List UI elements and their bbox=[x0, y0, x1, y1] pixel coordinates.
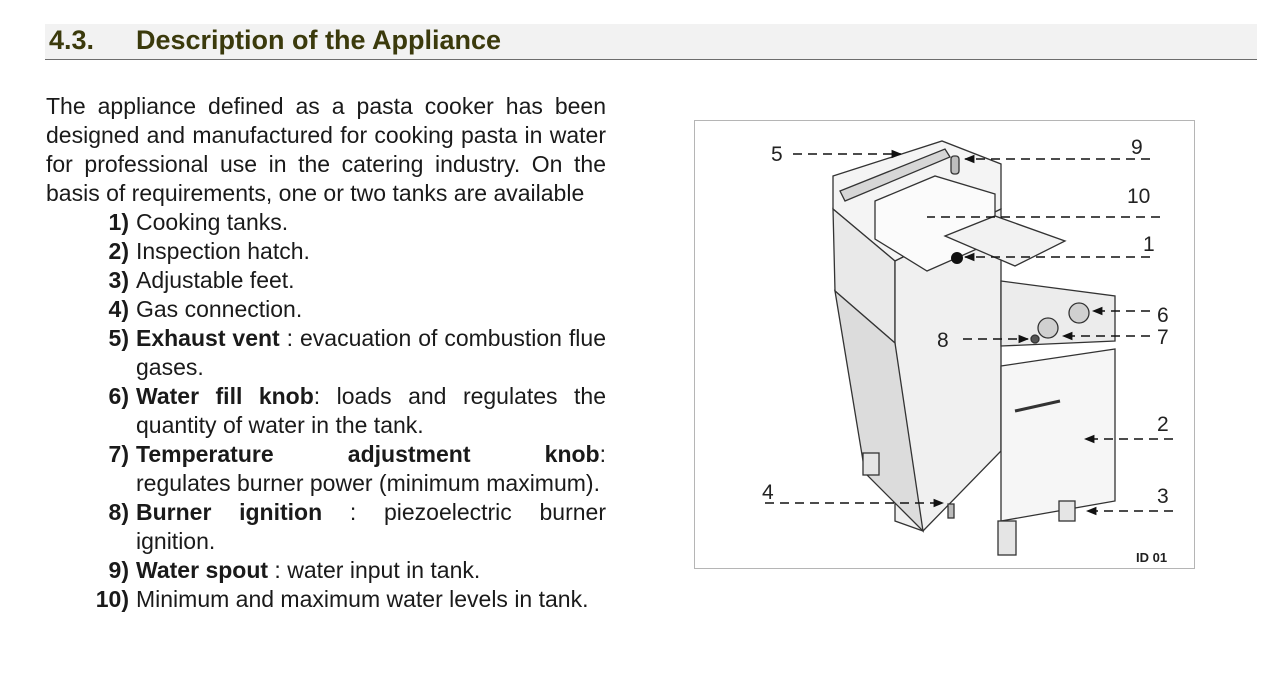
item-body: Water spout : water input in tank. bbox=[136, 556, 606, 585]
item-body: Adjustable feet. bbox=[136, 266, 606, 295]
item-desc: Adjustable feet. bbox=[136, 267, 295, 293]
item-separator: : bbox=[279, 325, 301, 351]
item-term: Water spout bbox=[136, 557, 269, 583]
list-item: 8) Burner ignition : piezoelectric burner… bbox=[46, 498, 606, 556]
item-separator: : bbox=[268, 557, 288, 583]
callout-5: 5 bbox=[771, 143, 783, 166]
list-item: 6) Water fill knob: loads and regulates t… bbox=[46, 382, 606, 440]
item-term: Temperature adjustment knob bbox=[136, 441, 600, 467]
gas-connection bbox=[947, 503, 955, 519]
item-desc: regulates burner power (minimum maximum)… bbox=[136, 470, 600, 496]
item-number: 9) bbox=[108, 557, 129, 583]
callout-labels: 5 9 10 1 6 7 8 2 3 4 ID 01 bbox=[762, 136, 1169, 565]
item-number: 1) bbox=[108, 209, 129, 235]
list-item: 2) Inspection hatch. bbox=[46, 237, 606, 266]
appliance-illustration bbox=[832, 140, 1116, 556]
item-separator: : bbox=[599, 441, 606, 467]
callout-8: 8 bbox=[937, 329, 949, 352]
item-desc: loads and regulates the quantity of wate… bbox=[136, 383, 607, 438]
component-list: 1) Cooking tanks. 2) Inspection hatch. 3) A… bbox=[46, 208, 606, 614]
item-term: Burner ignition bbox=[136, 499, 323, 525]
section-header: 4.3. Description of the Appliance bbox=[45, 24, 1257, 60]
list-item: 7) Temperature adjustment knob: regulates… bbox=[46, 440, 606, 498]
inspection-hatch bbox=[1000, 348, 1116, 522]
item-desc: Minimum and maximum water levels in tank… bbox=[136, 586, 589, 612]
callout-10: 10 bbox=[1127, 185, 1150, 208]
item-desc: piezoelectric burner ignition. bbox=[136, 499, 606, 554]
figure-id: ID 01 bbox=[1136, 550, 1167, 565]
intro-paragraph: The appliance defined as a pasta cooker … bbox=[46, 93, 606, 206]
list-item: 10) Minimum and maximum water levels in t… bbox=[46, 585, 606, 614]
item-body: Burner ignition : piezoelectric burner i… bbox=[136, 498, 606, 556]
list-item: 9) Water spout : water input in tank. bbox=[46, 556, 606, 585]
item-separator: : bbox=[313, 383, 337, 409]
item-number: 4) bbox=[108, 296, 129, 322]
item-number: 3) bbox=[108, 267, 129, 293]
exhaust-vent bbox=[839, 148, 951, 202]
item-number: 5) bbox=[108, 325, 129, 351]
item-desc: Inspection hatch. bbox=[136, 238, 310, 264]
callout-7: 7 bbox=[1157, 326, 1169, 349]
item-term: Water fill knob bbox=[136, 383, 314, 409]
callout-1: 1 bbox=[1143, 233, 1155, 256]
item-number: 10) bbox=[95, 586, 129, 612]
item-number: 2) bbox=[108, 238, 129, 264]
water-level-marker bbox=[951, 252, 963, 264]
temperature-knob bbox=[1037, 317, 1059, 339]
foot-rear bbox=[862, 452, 880, 476]
callout-leaders bbox=[765, 149, 1173, 516]
list-item: 4) Gas connection. bbox=[46, 295, 606, 324]
callout-3: 3 bbox=[1157, 485, 1169, 508]
list-item: 3) Adjustable feet. bbox=[46, 266, 606, 295]
pasta-cooker-diagram: 5 9 10 1 6 7 8 2 3 4 ID 01 bbox=[762, 136, 1173, 565]
left-body bbox=[834, 289, 924, 533]
item-number: 8) bbox=[108, 499, 129, 525]
item-body: Water fill knob: loads and regulates the… bbox=[136, 382, 606, 440]
water-fill-knob bbox=[1068, 302, 1090, 324]
control-panel bbox=[1000, 280, 1116, 347]
item-number: 7) bbox=[108, 441, 129, 467]
callout-6: 6 bbox=[1157, 304, 1169, 327]
water-spout bbox=[950, 155, 960, 175]
section-title: Description of the Appliance bbox=[136, 25, 502, 55]
appliance-figure: 5 9 10 1 6 7 8 2 3 4 ID 01 bbox=[694, 120, 1195, 569]
item-desc: evacuation of combustion flue gases. bbox=[136, 325, 606, 380]
ignition-button bbox=[1030, 334, 1040, 344]
item-number: 6) bbox=[108, 383, 129, 409]
item-body: Minimum and maximum water levels in tank… bbox=[136, 585, 606, 614]
item-body: Gas connection. bbox=[136, 295, 606, 324]
item-separator: : bbox=[322, 499, 384, 525]
item-desc: water input in tank. bbox=[287, 557, 481, 583]
door-handle bbox=[1014, 399, 1061, 413]
item-desc: Gas connection. bbox=[136, 296, 303, 322]
callout-4: 4 bbox=[762, 481, 774, 504]
foot-front-right bbox=[1058, 500, 1076, 522]
list-item: 1) Cooking tanks. bbox=[46, 208, 606, 237]
foot-front-left bbox=[997, 520, 1017, 556]
item-body: Inspection hatch. bbox=[136, 237, 606, 266]
list-item: 5) Exhaust vent : evacuation of combustio… bbox=[46, 324, 606, 382]
item-body: Cooking tanks. bbox=[136, 208, 606, 237]
description-text: The appliance defined as a pasta cooker … bbox=[46, 92, 606, 614]
item-body: Exhaust vent : evacuation of combustion … bbox=[136, 324, 606, 382]
item-desc: Cooking tanks. bbox=[136, 209, 289, 235]
tank-basket bbox=[943, 215, 1067, 267]
section-number: 4.3. bbox=[49, 25, 95, 55]
item-term: Exhaust vent bbox=[136, 325, 280, 351]
callout-2: 2 bbox=[1157, 413, 1169, 436]
callout-9: 9 bbox=[1131, 136, 1143, 159]
item-body: Temperature adjustment knob: regulates b… bbox=[136, 440, 606, 498]
